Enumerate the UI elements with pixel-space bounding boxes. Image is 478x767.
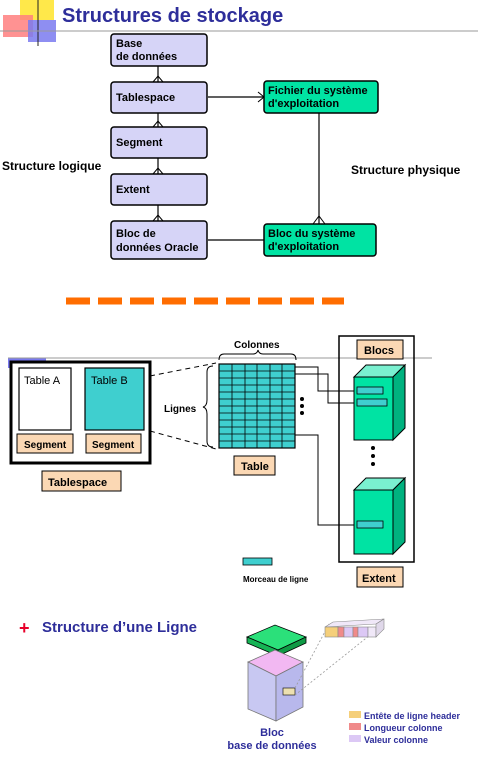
box-extent: Extent xyxy=(110,173,208,206)
colonnes-label: Colonnes xyxy=(234,340,280,351)
bloc-caption-line1: Bloc xyxy=(260,727,284,739)
row-legend: Entête de ligne header Longueur colonne … xyxy=(349,711,461,745)
morceau-swatch xyxy=(242,557,273,566)
box-fichier-os: Fichier du système d'exploitation xyxy=(263,80,379,114)
lignes-brace xyxy=(202,365,214,448)
segment-b-label: Segment xyxy=(92,440,135,451)
box-tablespace: Tablespace xyxy=(110,81,208,114)
table-b-shape xyxy=(84,367,145,431)
box-base-line1: Base xyxy=(116,38,142,50)
blocs-tag: Blocs xyxy=(364,345,394,357)
box-fichier-line2: d'exploitation xyxy=(268,98,339,110)
data-block-1 xyxy=(352,363,407,442)
tablespace-diagram: Table A Table B Segment Segment Tablespa… xyxy=(8,335,432,588)
box-fichier-line1: Fichier du système xyxy=(268,85,368,97)
legend-label-header: Entête de ligne header xyxy=(364,711,461,721)
table-grid xyxy=(218,363,296,449)
tablespace-tag: Tablespace xyxy=(48,477,107,489)
table-tag: Table xyxy=(241,461,269,473)
plus-marker: + xyxy=(19,618,30,638)
logical-structure-label: Structure logique xyxy=(2,159,102,173)
lignes-label: Lignes xyxy=(164,404,197,415)
legend-label-valeur: Valeur colonne xyxy=(364,735,428,745)
table-b-label: Table B xyxy=(91,375,128,387)
extent-frame xyxy=(338,335,415,563)
row-structure-title: Structure d’une Ligne xyxy=(42,619,197,636)
box-bloc-os-line1: Bloc du système xyxy=(268,228,355,240)
bloc-caption-line2: base de données xyxy=(227,740,316,752)
box-extent-label: Extent xyxy=(116,184,150,196)
extent-tag: Extent xyxy=(362,573,396,585)
corner-logo xyxy=(0,0,478,46)
box-tablespace-label: Tablespace xyxy=(116,92,175,104)
storage-structure-diagram xyxy=(152,66,326,241)
legend-label-longueur: Longueur colonne xyxy=(364,723,443,733)
legend-swatch-longueur xyxy=(349,723,361,730)
legend-swatch-valeur xyxy=(349,735,361,742)
data-block-2 xyxy=(352,476,407,556)
box-bloc-os: Bloc du système d'exploitation xyxy=(263,223,377,257)
page-title: Structures de stockage xyxy=(62,5,283,27)
morceau-label: Morceau de ligne xyxy=(243,575,309,584)
box-bloc-oracle: Bloc de données Oracle xyxy=(110,220,208,260)
box-base-de-donnees: Base de données xyxy=(110,33,208,67)
colonnes-brace xyxy=(218,349,297,361)
database-block-3d xyxy=(245,623,381,722)
box-base-line2: de données xyxy=(116,51,177,63)
table-a-shape xyxy=(18,367,72,431)
physical-structure-label: Structure physique xyxy=(351,163,461,177)
box-bloc-os-line2: d'exploitation xyxy=(268,241,339,253)
box-segment: Segment xyxy=(110,126,208,159)
segment-a-label: Segment xyxy=(24,440,67,451)
table-a-label: Table A xyxy=(24,375,61,387)
box-bloc-oracle-line2: données Oracle xyxy=(116,242,199,254)
box-bloc-oracle-line1: Bloc de xyxy=(116,228,156,240)
box-segment-label: Segment xyxy=(116,137,163,149)
legend-swatch-header xyxy=(349,711,361,718)
row-strip xyxy=(324,618,385,638)
